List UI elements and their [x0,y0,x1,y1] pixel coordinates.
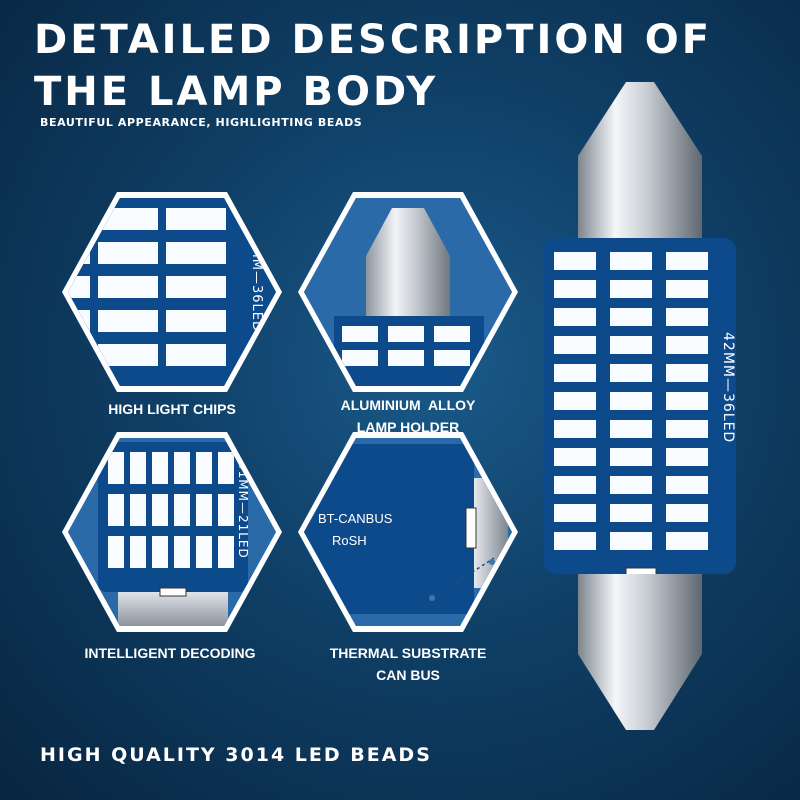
caption-line-2: LAMP HOLDER [356,419,460,435]
caption-thermal-substrate: THERMAL SUBSTRATE CAN BUS [288,642,528,686]
feature-high-light-chips: 42MM—36LED [62,192,282,392]
feature-aluminium-holder [298,192,518,392]
caption-intelligent-decoding: INTELLIGENT DECODING [84,645,256,661]
main-bulb-label: 42MM—36LED [720,332,736,444]
decoding-board-icon: 31MM—21LED [68,438,276,626]
caption-line-1: THERMAL SUBSTRATE [329,645,487,661]
caption-aluminium-holder: ALUMINIUM ALLOY LAMP HOLDER [288,394,528,438]
festoon-led-bulb-icon: 42MM—36LED [540,80,740,740]
feature-intelligent-decoding: 31MM—21LED [62,432,282,632]
caption-high-light-chips: HIGH LIGHT CHIPS [108,401,236,417]
feature-thermal-substrate: BT-CANBUS RoSH [298,432,518,632]
subtitle: BEAUTIFUL APPEARANCE, HIGHLIGHTING BEADS [40,116,363,129]
page-title: DETAILED DESCRIPTION OF THE LAMP BODY [34,14,712,118]
footer-text: HIGH QUALITY 3014 LED BEADS [40,744,432,766]
board-text-canbus: BT-CANBUS [318,511,393,526]
title-line-1: DETAILED DESCRIPTION OF [34,17,713,63]
caption-line-2: CAN BUS [376,667,440,683]
title-line-2: THE LAMP BODY [34,69,439,115]
caption-line-1: ALUMINIUM ALLOY [340,397,476,413]
board-text-rosh: RoSH [332,533,367,548]
